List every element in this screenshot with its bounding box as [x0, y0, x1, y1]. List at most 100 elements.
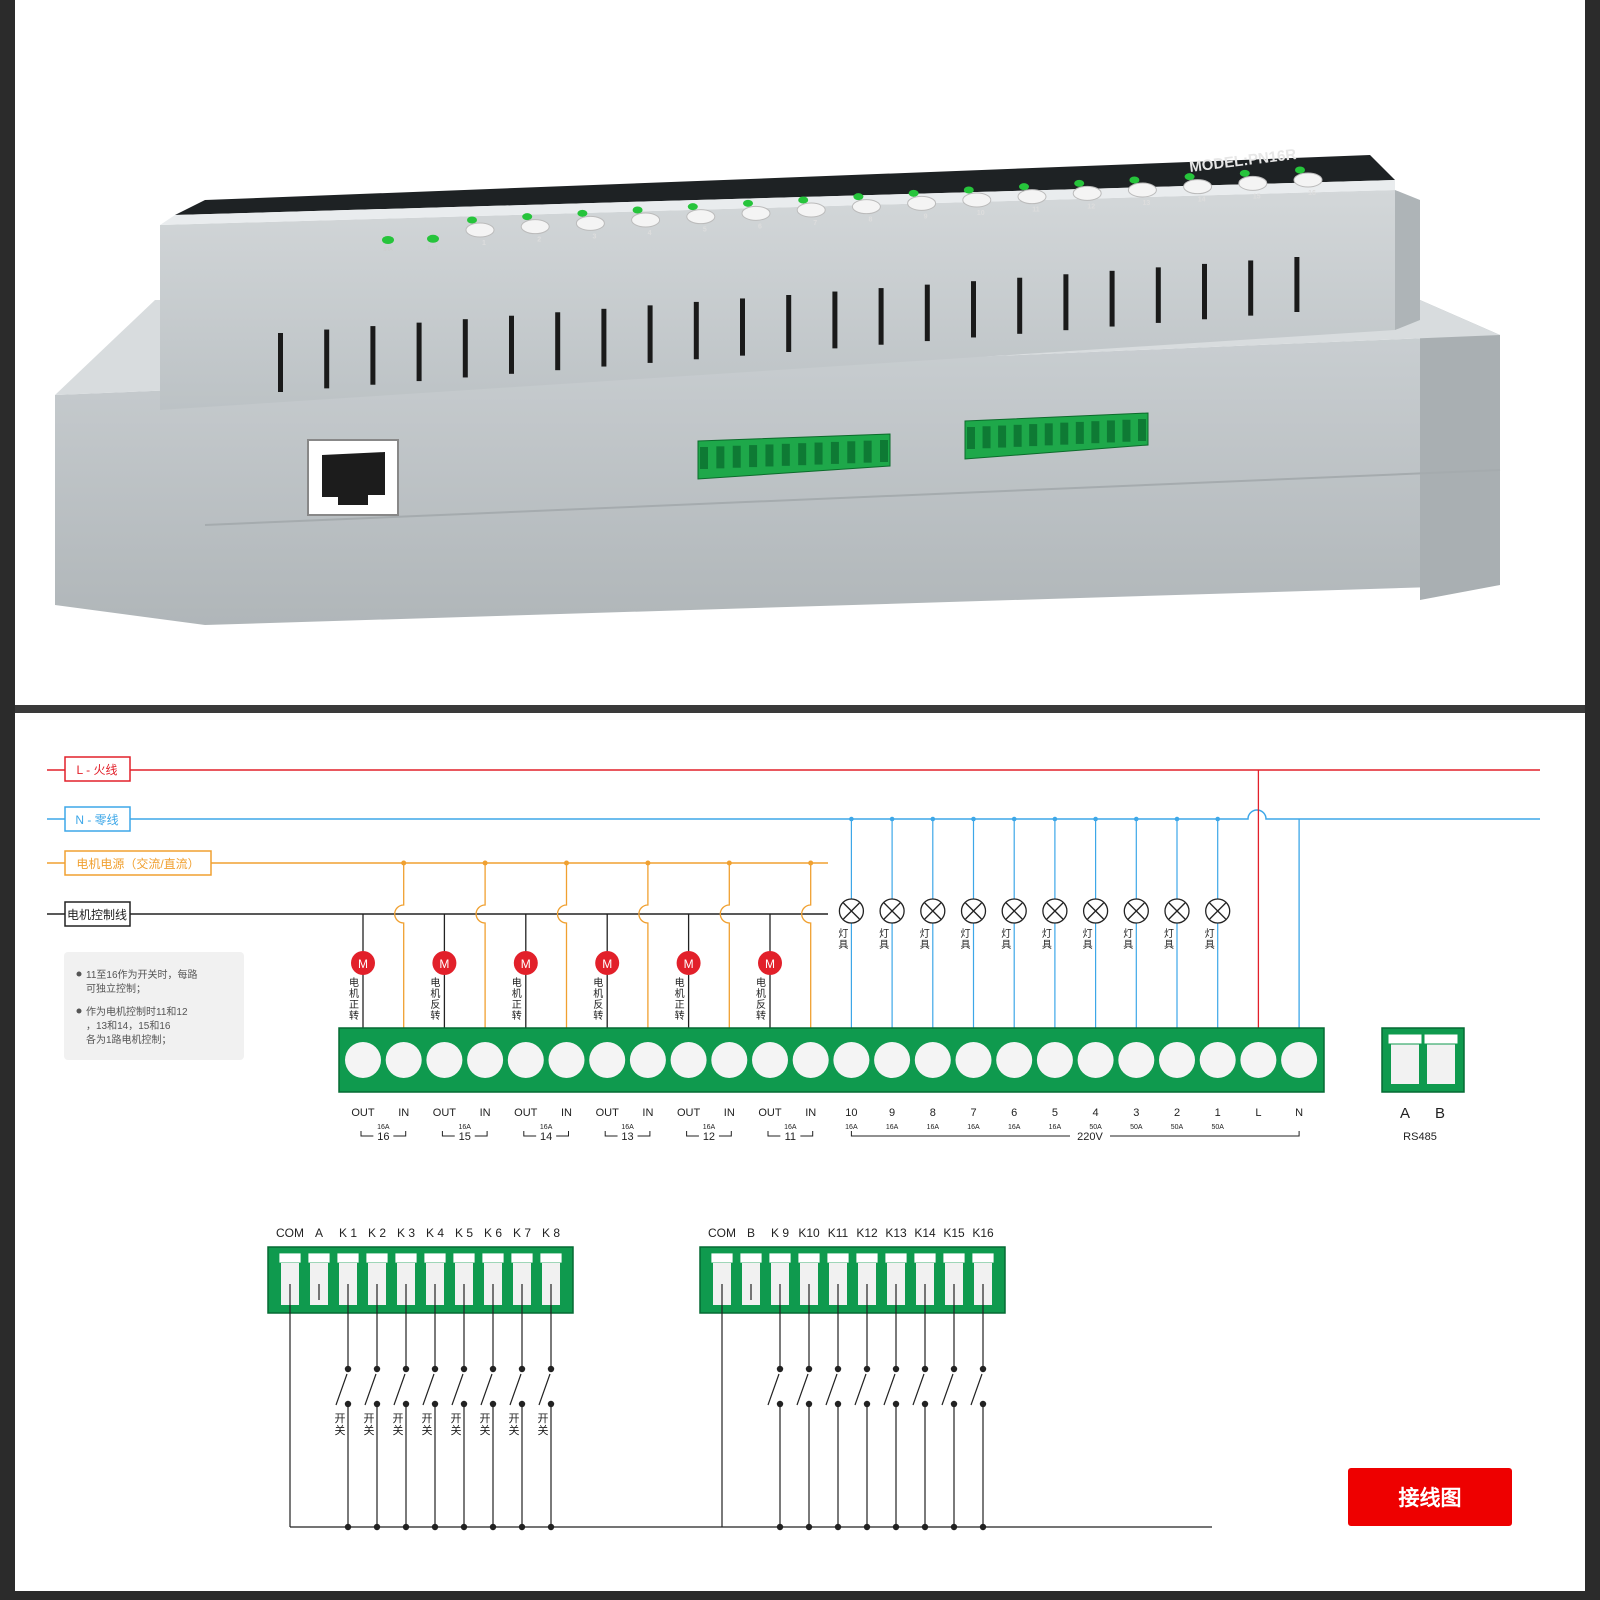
- lamp-junction: [1011, 816, 1017, 822]
- input-pin-top: [710, 1252, 734, 1264]
- terminal-screw: [1077, 1042, 1114, 1078]
- terminal-screw: [874, 1042, 911, 1078]
- switch-blade: [912, 1373, 925, 1406]
- switch-blade: [970, 1373, 983, 1406]
- lamp-label: 灯具: [879, 928, 889, 951]
- terminal-screw: [1159, 1042, 1195, 1078]
- channel-led: [743, 199, 753, 207]
- rs485-a-label: A: [1400, 1105, 1410, 1122]
- motor-symbol: [351, 951, 375, 975]
- vent-slot: [1248, 260, 1254, 316]
- badge-background: [1348, 1468, 1512, 1526]
- svg-text:电: 电: [593, 976, 603, 989]
- bus-junction: [805, 1523, 813, 1531]
- input-terminal-label: K15: [943, 1226, 965, 1240]
- channel-led: [1239, 169, 1250, 177]
- legend-live: L - 火线: [77, 763, 118, 777]
- terminal-pin: [998, 425, 1007, 448]
- input-pin-top: [826, 1252, 850, 1264]
- panel-divider: [15, 705, 1585, 713]
- svg-text:关: 关: [538, 1423, 549, 1437]
- svg-text:灯: 灯: [1001, 928, 1011, 940]
- channel-led: [522, 213, 533, 221]
- svg-text:反: 反: [430, 999, 440, 1011]
- input-pin-top: [942, 1252, 966, 1264]
- channel-button: [631, 212, 661, 228]
- channel-button: [465, 222, 495, 238]
- lamp-rating: 50A: [1130, 1124, 1143, 1131]
- input-pin-top: [539, 1252, 563, 1264]
- terminal-label: 2: [1174, 1107, 1180, 1119]
- rs485-b-label: B: [1435, 1105, 1445, 1122]
- bus-junction: [950, 1523, 958, 1531]
- channel-button: [1017, 189, 1047, 205]
- switch-blade: [364, 1373, 377, 1406]
- motor-group-bracket: [523, 1131, 569, 1137]
- terminal-screw: [752, 1042, 788, 1078]
- channel-button: [851, 199, 881, 215]
- svg-text:电: 电: [430, 976, 440, 989]
- vent-slot: [462, 319, 468, 378]
- channel-led: [798, 196, 809, 204]
- svg-text:具: 具: [879, 939, 889, 951]
- terminal-pin: [1106, 420, 1115, 443]
- motor-group-number: 16: [377, 1131, 389, 1143]
- neutral-bus: [47, 809, 1540, 820]
- svg-text:灯: 灯: [1205, 928, 1215, 940]
- channel-number: 2: [537, 237, 541, 244]
- channel-button: [1238, 175, 1268, 191]
- terminal-screw: [507, 1042, 544, 1078]
- terminal-screw: [711, 1042, 748, 1078]
- lamp-label: 灯具: [920, 928, 930, 951]
- legend-motor-power: 电机电源（交流/直流）: [76, 856, 199, 871]
- rj45-port: [307, 439, 399, 516]
- motor-group-bracket: [767, 1131, 814, 1137]
- terminal-label: OUT: [758, 1107, 782, 1119]
- lamp-label: 灯具: [1123, 928, 1133, 951]
- svg-text:机: 机: [593, 987, 603, 1000]
- ventilation-slots: [278, 257, 1300, 392]
- switch-blade: [393, 1373, 406, 1406]
- input-pin-top: [423, 1252, 447, 1264]
- channel-number: 15: [1253, 193, 1261, 200]
- input-pin-top: [394, 1252, 418, 1264]
- terminal-screw: [833, 1042, 870, 1078]
- channel-led: [853, 193, 864, 201]
- terminal-pin: [765, 444, 774, 467]
- channel-led: [1074, 179, 1085, 187]
- bus-junction: [979, 1523, 987, 1531]
- motor-group-number: 15: [459, 1131, 471, 1143]
- vent-slot: [278, 333, 283, 392]
- terminal-label: IN: [724, 1107, 735, 1119]
- output-terminal-block: [338, 1027, 1325, 1093]
- terminal-pin: [749, 445, 758, 468]
- motor-symbol: [595, 951, 620, 975]
- terminal-screw: [589, 1042, 626, 1078]
- terminal-label: IN: [398, 1107, 409, 1119]
- switch-contact: [518, 1365, 526, 1373]
- status-led-label: STA: [383, 247, 393, 253]
- terminal-pin: [1060, 422, 1069, 445]
- motor-power-wire: [475, 863, 486, 1042]
- channel-led: [632, 206, 643, 214]
- lamp-junction: [1174, 816, 1180, 822]
- legend-live-box: [64, 756, 131, 782]
- legend-neutral: N - 零线: [75, 813, 118, 827]
- channel-number: 3: [592, 233, 596, 240]
- switch-contact: [834, 1365, 842, 1373]
- terminal-pin: [700, 447, 708, 469]
- svg-text:灯: 灯: [1083, 928, 1093, 940]
- input-terminal-label: K 4: [426, 1226, 444, 1240]
- input-pin-top: [510, 1252, 534, 1264]
- svg-text:机: 机: [349, 987, 359, 1000]
- note-item-1: 11至16作为开关时，每路可独立控制；: [86, 968, 198, 995]
- motor-group-rating: 16A: [621, 1124, 634, 1131]
- channel-button: [575, 215, 605, 231]
- lamp-junction: [971, 816, 976, 822]
- terminal-label: 9: [889, 1107, 895, 1119]
